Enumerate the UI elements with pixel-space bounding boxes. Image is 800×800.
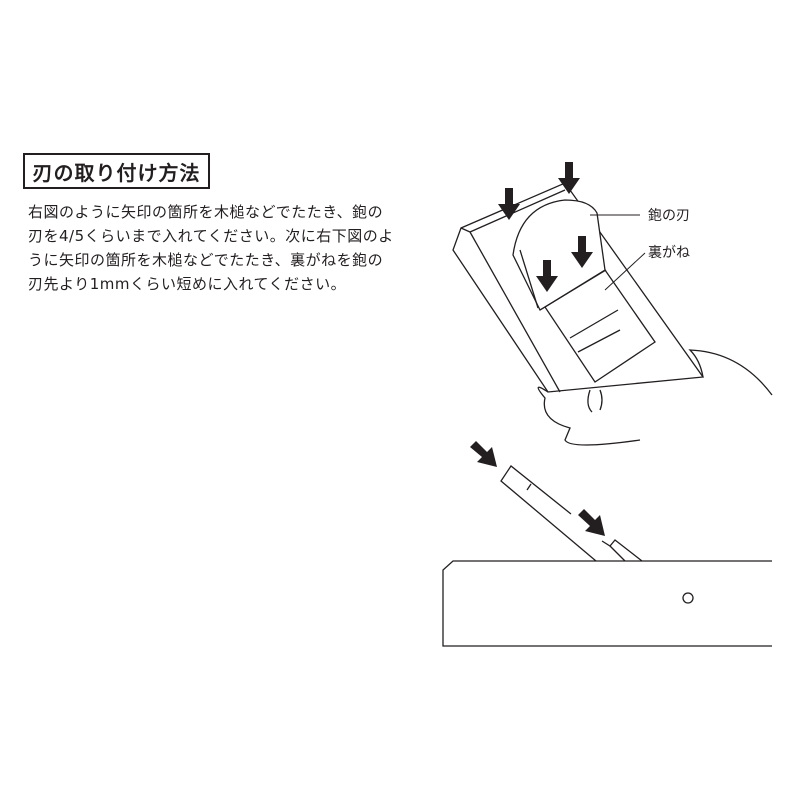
arrow-icons bbox=[470, 162, 605, 536]
arrow-down-icon bbox=[498, 188, 520, 220]
arrow-down-icon bbox=[571, 236, 593, 268]
arrow-down-icon bbox=[558, 162, 580, 194]
plane-top-view bbox=[452, 182, 773, 446]
plane-side-view bbox=[442, 465, 772, 647]
instruction-text: 右図のように矢印の箇所を木槌などでたたき、鉋の刃を4/5くらいまで入れてください… bbox=[28, 203, 394, 293]
arrow-diagonal-icon bbox=[578, 509, 605, 536]
blade-label: 鉋の刃 bbox=[648, 208, 690, 224]
chipbreaker-label: 裏がね bbox=[648, 245, 690, 261]
chipbreaker-side bbox=[601, 539, 643, 562]
arrow-down-icon bbox=[536, 260, 558, 292]
section-title: 刃の取り付け方法 bbox=[23, 153, 210, 189]
blade bbox=[512, 199, 606, 311]
arrow-diagonal-icon bbox=[470, 441, 497, 467]
blade-side bbox=[500, 465, 597, 562]
